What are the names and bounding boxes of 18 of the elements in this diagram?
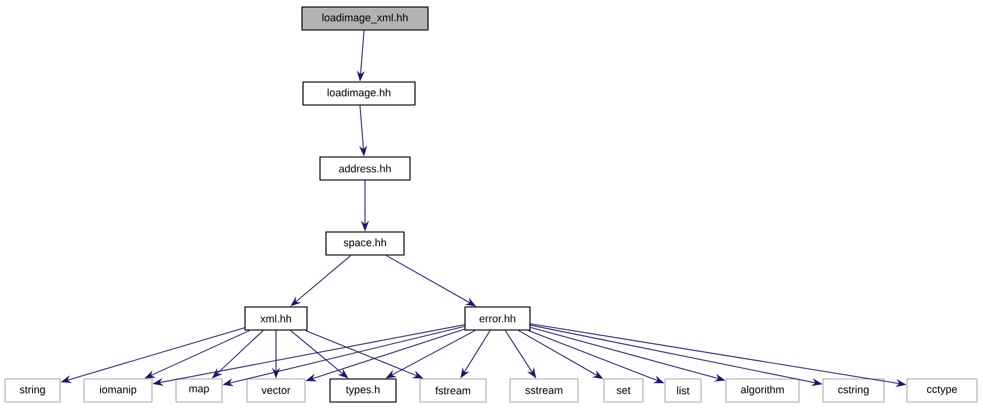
- file-box: loadimage_xml.hh: [301, 6, 429, 31]
- file-box: sstream: [509, 378, 579, 403]
- file-box: xml.hh: [244, 306, 308, 331]
- file-box: map: [175, 378, 223, 403]
- file-box: algorithm: [725, 378, 800, 403]
- file-box: address.hh: [319, 156, 411, 181]
- file-box: loadimage.hh: [302, 81, 416, 106]
- file-box: space.hh: [325, 231, 405, 256]
- file-box: error.hh: [464, 306, 531, 331]
- file-box: fstream: [419, 378, 487, 403]
- file-box: cctype: [906, 378, 978, 403]
- file-box: cstring: [822, 378, 885, 403]
- file-box: iomanip: [83, 378, 153, 403]
- file-box: vector: [246, 378, 306, 403]
- file-box: types.h: [329, 378, 397, 403]
- file-box: string: [4, 378, 61, 403]
- file-box: set: [603, 378, 644, 403]
- file-box: list: [664, 378, 702, 403]
